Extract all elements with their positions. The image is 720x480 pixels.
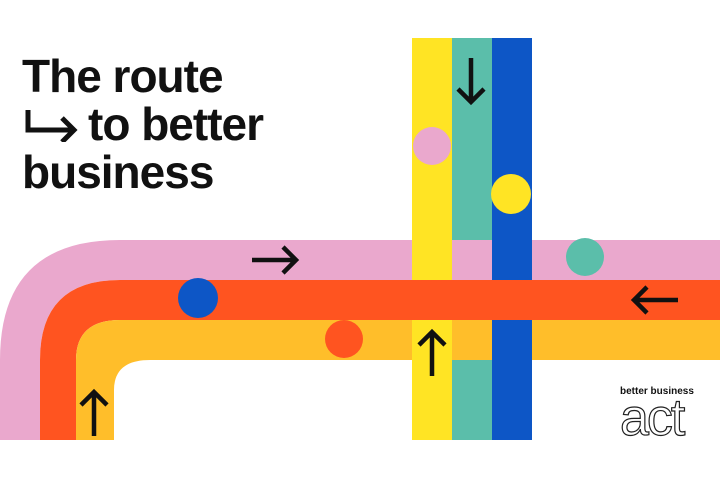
pink-track-right [532, 240, 720, 280]
yellow-track [412, 38, 452, 440]
arrow-right-icon [252, 245, 300, 275]
amber-track [76, 320, 720, 440]
amber-track-crossing [452, 320, 492, 360]
headline-line-2: to better [22, 98, 264, 150]
logo-big-text: act [619, 389, 686, 447]
arrow-down-icon [456, 58, 486, 106]
logo-small-text: better business [620, 386, 694, 397]
headline-line-3: business [22, 146, 214, 198]
orange-dot [325, 320, 363, 358]
hook-right-arrow-icon [25, 110, 78, 142]
arrow-up-icon [417, 328, 447, 376]
teal-dot [566, 238, 604, 276]
yellow-dot [491, 174, 531, 214]
arrow-up-icon [79, 388, 109, 436]
blue-dot [178, 278, 218, 318]
pink-track-crossing [452, 240, 492, 280]
arrow-left-icon [630, 285, 678, 315]
teal-track [452, 38, 492, 440]
headline-line-1: The route [22, 50, 224, 102]
headline-line-2-text: to better [88, 98, 264, 150]
brand-logo: better business act [619, 386, 716, 447]
headline: The route to better business [22, 50, 264, 198]
pink-dot [413, 127, 451, 165]
blue-track [492, 38, 532, 440]
